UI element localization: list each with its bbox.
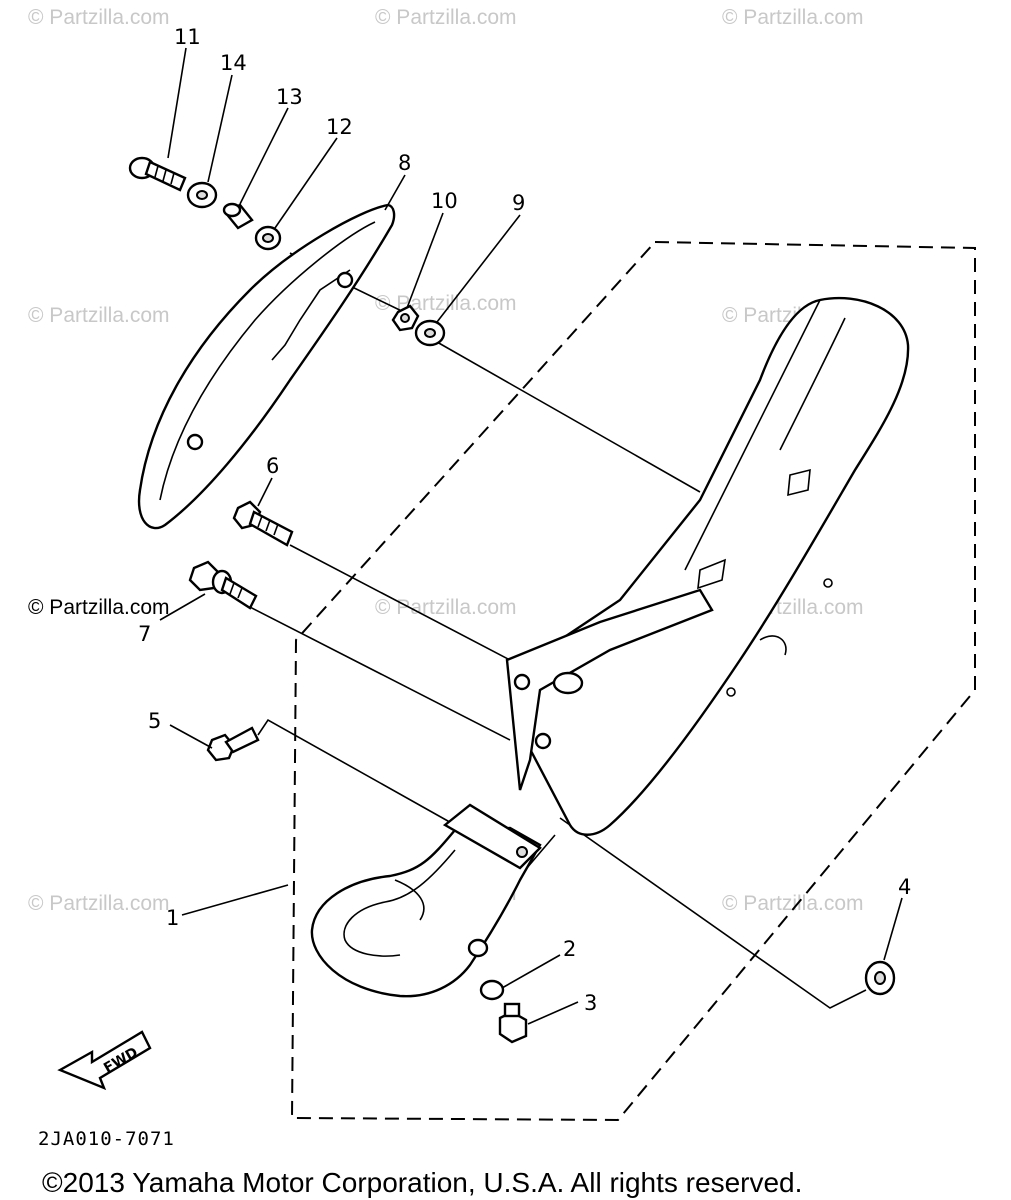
callout-numbers: 11 14 13 12 8 10 9 6 7 5 1 2 3 4	[138, 25, 911, 1015]
heat-shield	[137, 203, 396, 530]
callout-1: 1	[166, 906, 179, 930]
bolt-5	[206, 726, 260, 762]
grommet-12	[254, 225, 282, 251]
assembly-boundary	[290, 240, 976, 1122]
callout-8: 8	[398, 151, 411, 175]
hardware	[128, 156, 896, 1044]
copyright-notice: ©2013 Yamaha Motor Corporation, U.S.A. A…	[42, 1167, 802, 1198]
callout-10: 10	[431, 189, 458, 213]
watermark: © Partzilla.com	[28, 304, 170, 327]
callout-11: 11	[174, 25, 201, 49]
callout-3: 3	[584, 991, 597, 1015]
fwd-arrow: FWD	[57, 1030, 152, 1091]
watermark: © Partzilla.com	[28, 6, 170, 29]
callout-9: 9	[512, 191, 525, 215]
washer-14	[186, 181, 218, 209]
washer-9	[414, 319, 446, 347]
bolt-7	[188, 560, 258, 610]
watermark: © Partzilla.com	[28, 892, 170, 915]
nut-10	[391, 304, 420, 332]
callout-2: 2	[563, 937, 576, 961]
callout-12: 12	[326, 115, 353, 139]
callout-5: 5	[148, 709, 161, 733]
bolt-6	[232, 500, 294, 547]
watermark: © Partzilla.com	[722, 6, 864, 29]
exhaust-pipe	[310, 803, 542, 998]
washer-4	[864, 960, 896, 996]
watermark: © Partzilla.com	[28, 596, 170, 619]
plug-3	[498, 1002, 528, 1044]
gasket-2	[479, 979, 505, 1001]
muffler	[505, 296, 910, 836]
callout-leaders	[159, 47, 903, 1025]
watermark: © Partzilla.com	[722, 892, 864, 915]
bolt-11	[128, 156, 187, 192]
callout-14: 14	[220, 51, 247, 75]
callout-6: 6	[266, 454, 279, 478]
collar-13	[222, 202, 254, 230]
callout-13: 13	[276, 85, 303, 109]
callout-4: 4	[898, 875, 911, 899]
callout-7: 7	[138, 622, 151, 646]
watermark: © Partzilla.com	[375, 6, 517, 29]
part-code: 2JA010-7071	[38, 1128, 175, 1150]
watermark: © Partzilla.com	[375, 596, 517, 619]
